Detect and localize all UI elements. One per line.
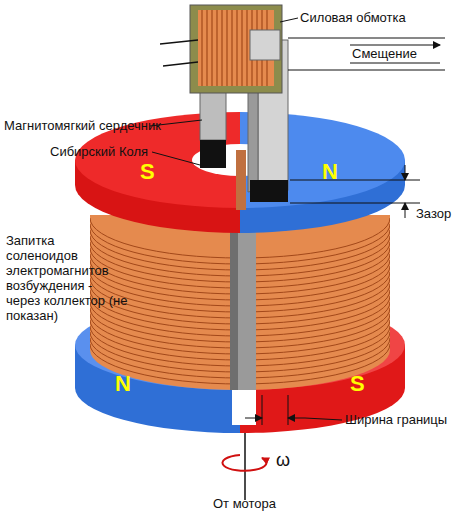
pole-letter: S: [350, 372, 374, 396]
part-label: Сибирский Коля: [50, 144, 160, 159]
wire-lead: [163, 62, 198, 66]
ring-split: [236, 150, 246, 210]
part-label: Силовая обмотка: [300, 10, 450, 25]
dimension-label: Смещение: [352, 46, 442, 61]
part-label: От мотора: [213, 496, 313, 511]
angular-speed-symbol: ω: [276, 450, 300, 470]
dimension-label: Зазор: [416, 206, 472, 221]
pole-letter: S: [140, 160, 164, 184]
pole-letter: N: [322, 160, 346, 184]
leader-lines: [150, 18, 445, 425]
rotation-arrow: [222, 455, 266, 471]
pole-letter: N: [115, 372, 139, 396]
power-winding: [190, 5, 282, 93]
note-text: Запитка соленоидов электромагнитов возбу…: [6, 233, 128, 323]
wire-lead: [160, 40, 198, 44]
dimension-label: Ширина границы: [345, 412, 470, 427]
part-label: Магнитомягкий сердечник: [4, 118, 164, 133]
